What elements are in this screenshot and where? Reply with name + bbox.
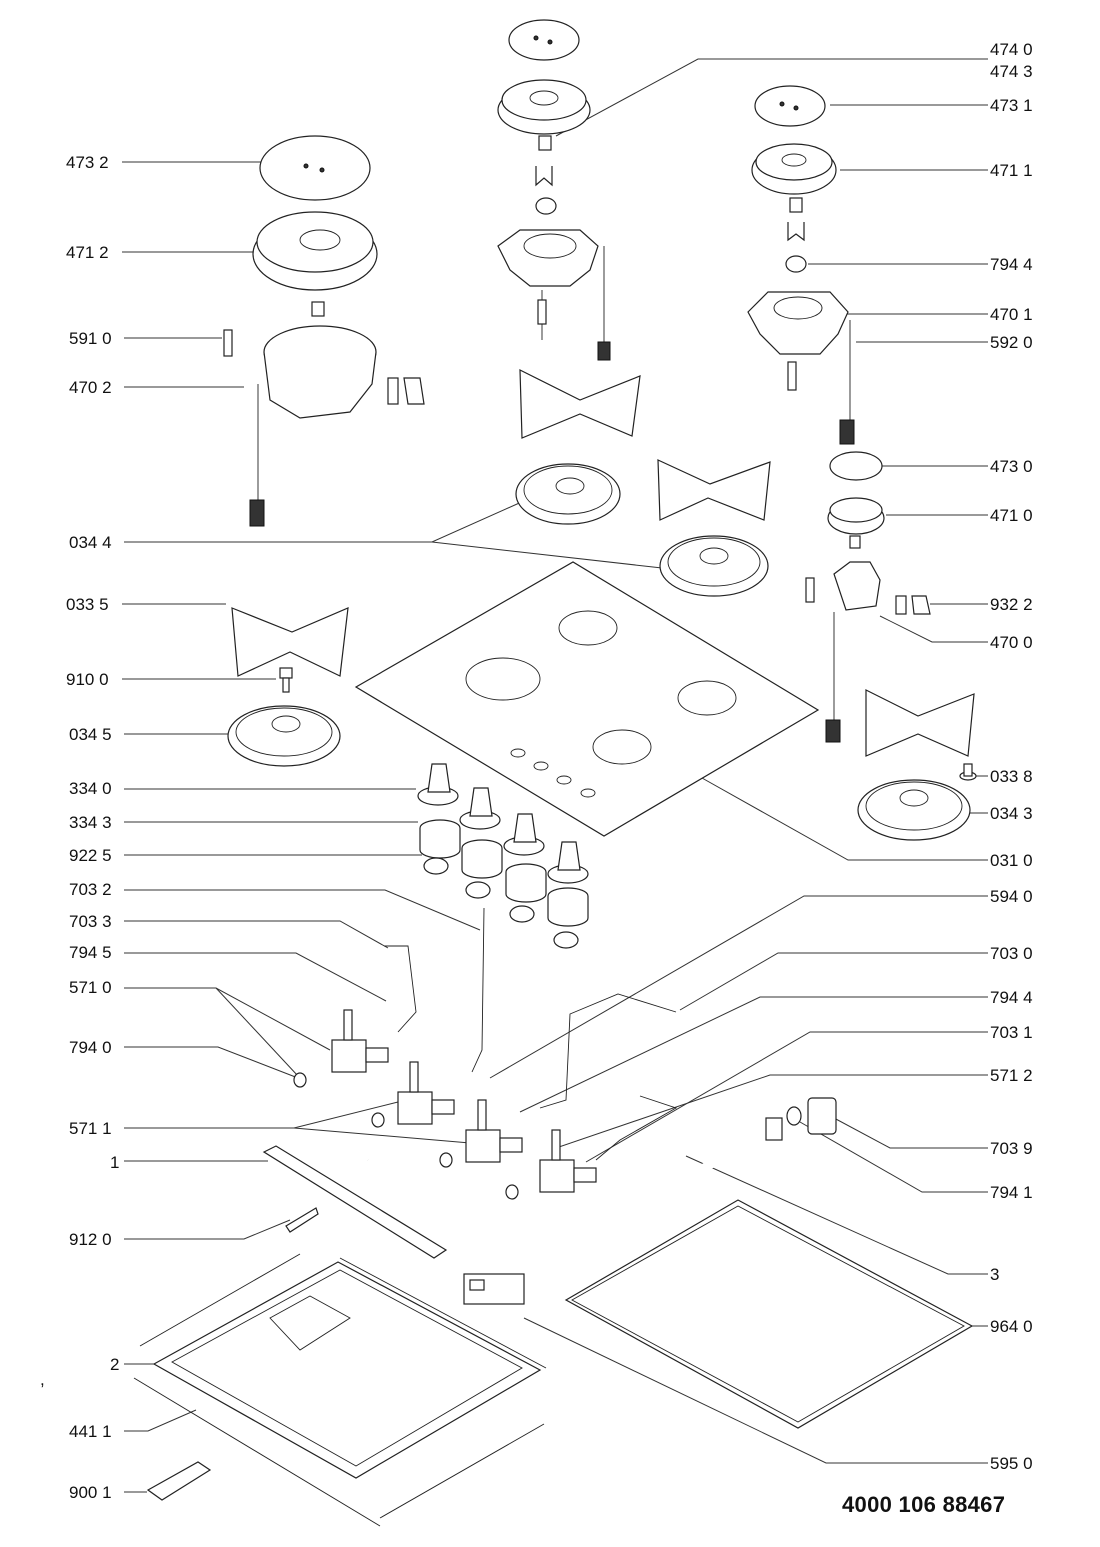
callout-1: 1 <box>110 1153 119 1172</box>
clamp-bracket <box>146 1461 212 1501</box>
burner-body-medium <box>747 291 855 445</box>
callout-474-3: 474 3 <box>990 62 1033 81</box>
stray-mark: , <box>40 1370 45 1389</box>
pan-support-right-upper <box>657 459 771 521</box>
callout-474-0: 474 0 <box>990 40 1033 59</box>
side-bracket <box>262 1145 448 1259</box>
callout-571-0: 571 0 <box>69 978 112 997</box>
callout-441-1: 441 1 <box>69 1422 112 1441</box>
callout-591-0: 591 0 <box>69 329 112 348</box>
control-knobs <box>417 763 589 884</box>
burner-body-large <box>223 325 425 527</box>
callout-470-2: 470 2 <box>69 378 112 397</box>
callout-473-1: 473 1 <box>990 96 1033 115</box>
screw-912 <box>285 1207 319 1233</box>
callout-2: 2 <box>110 1355 119 1374</box>
callout-794-5: 794 5 <box>69 943 112 962</box>
callout-473-2: 473 2 <box>66 153 109 172</box>
burner-crown-large <box>252 211 378 291</box>
callout-703-3: 703 3 <box>69 912 112 931</box>
callout-034-3: 034 3 <box>990 804 1033 823</box>
knob-seals <box>423 857 579 949</box>
gas-valves <box>293 1009 597 1200</box>
callout-034-5: 034 5 <box>69 725 112 744</box>
hob-glass-top <box>354 561 820 837</box>
callout-571-1: 571 1 <box>69 1119 112 1138</box>
screw-033-8 <box>959 763 977 781</box>
burner-plate-mid <box>659 535 769 597</box>
burner-plate-right <box>857 779 971 841</box>
burner-plate-left <box>227 705 341 767</box>
callout-703-1: 703 1 <box>990 1023 1033 1042</box>
seal-ring-top <box>535 197 557 215</box>
gas-main-rail <box>365 1097 837 1255</box>
right-callouts: 474 0 474 3 473 1 471 1 794 4 470 1 592 … <box>489 40 1033 1473</box>
knob-bezels <box>419 819 589 927</box>
left-callouts: 473 2 471 2 591 0 470 2 034 4 033 5 910 … <box>66 153 663 1502</box>
callout-794-1: 794 1 <box>990 1183 1033 1202</box>
callout-900-1: 900 1 <box>69 1483 112 1502</box>
callout-595-0: 595 0 <box>990 1454 1033 1473</box>
callout-471-1: 471 1 <box>990 161 1033 180</box>
burner-crown-medium <box>751 143 837 195</box>
clip-top <box>535 166 553 187</box>
burner-cap-top <box>508 19 580 61</box>
callout-034-4: 034 4 <box>69 533 112 552</box>
burner-crown-small <box>827 497 885 535</box>
callout-703-0: 703 0 <box>990 944 1033 963</box>
bottom-tray <box>133 1253 547 1527</box>
burner-cap-small <box>829 451 883 481</box>
callout-922-5: 922 5 <box>69 846 112 865</box>
callout-334-3: 334 3 <box>69 813 112 832</box>
burner-body-small <box>805 535 931 743</box>
callout-794-4a: 794 4 <box>990 255 1033 274</box>
burner-plate-upper <box>515 463 621 525</box>
callout-471-0: 471 0 <box>990 506 1033 525</box>
callout-334-0: 334 0 <box>69 779 112 798</box>
callout-471-2: 471 2 <box>66 243 109 262</box>
callout-033-8: 033 8 <box>990 767 1033 786</box>
gas-pipes <box>384 907 678 1161</box>
callout-964-0: 964 0 <box>990 1317 1033 1336</box>
burner-body-top <box>497 229 611 361</box>
injector-medium <box>785 197 807 273</box>
callout-594-0: 594 0 <box>990 887 1033 906</box>
callout-932-2: 932 2 <box>990 595 1033 614</box>
callout-910-0: 910 0 <box>66 670 109 689</box>
burner-cap-large <box>259 135 371 201</box>
spark-generator <box>463 1273 525 1305</box>
hob-seal <box>564 1199 974 1429</box>
callout-703-2: 703 2 <box>69 880 112 899</box>
callout-794-0: 794 0 <box>69 1038 112 1057</box>
injector-large <box>311 301 325 317</box>
callout-592-0: 592 0 <box>990 333 1033 352</box>
burner-cap-medium <box>754 85 826 127</box>
callout-033-5: 033 5 <box>66 595 109 614</box>
callout-031-0: 031 0 <box>990 851 1033 870</box>
callout-3: 3 <box>990 1265 999 1284</box>
callout-473-0: 473 0 <box>990 457 1033 476</box>
pan-support-right-lower <box>865 689 975 757</box>
callout-470-1: 470 1 <box>990 305 1033 324</box>
burner-crown-top <box>497 79 591 135</box>
document-number: 4000 106 88467 <box>842 1492 1006 1517</box>
pan-support-left <box>231 607 349 677</box>
screw-910 <box>279 667 293 693</box>
pan-support-center <box>519 369 641 439</box>
injector-top <box>538 135 552 151</box>
callout-571-2: 571 2 <box>990 1066 1033 1085</box>
callout-470-0: 470 0 <box>990 633 1033 652</box>
callout-912-0: 912 0 <box>69 1230 112 1249</box>
callout-794-4b: 794 4 <box>990 988 1033 1007</box>
callout-703-9: 703 9 <box>990 1139 1033 1158</box>
